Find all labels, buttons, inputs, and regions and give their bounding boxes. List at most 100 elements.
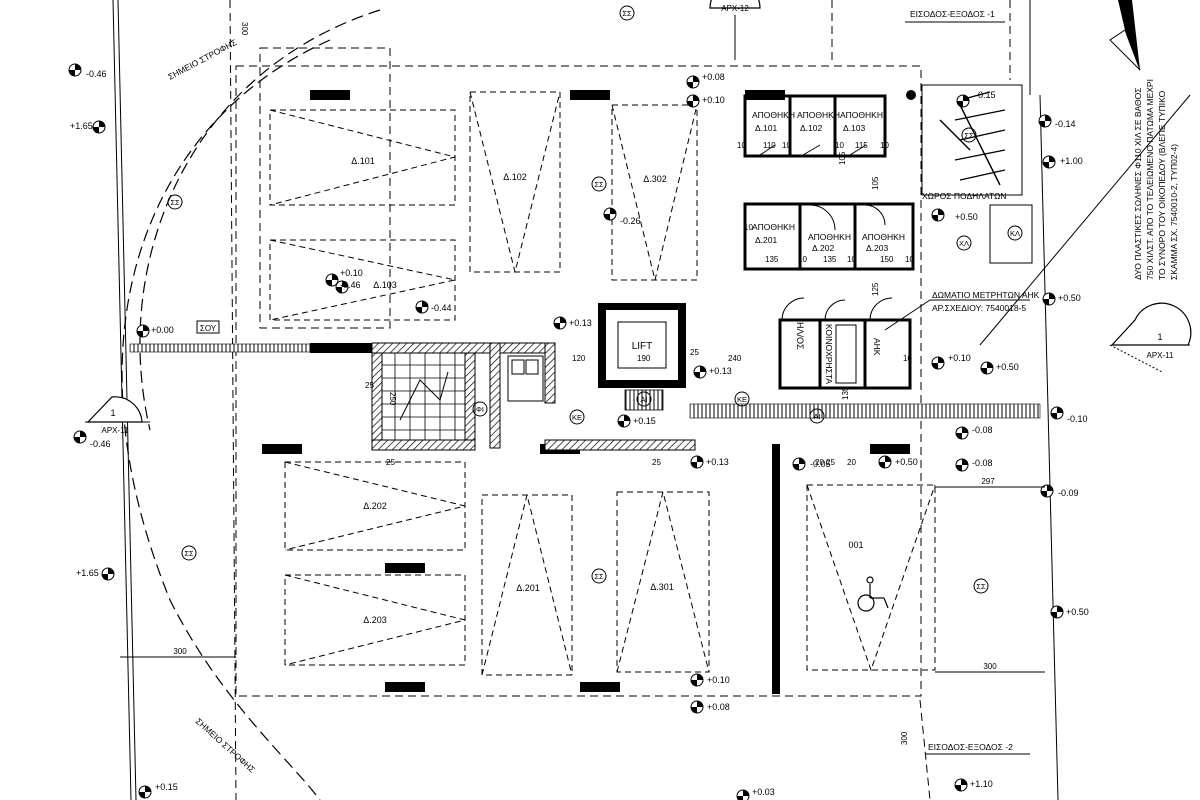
dimension: 20: [815, 458, 824, 467]
level-value: +0.13: [706, 457, 729, 467]
dimension: 125: [871, 282, 880, 296]
reference-mark-top: ΑΡΧ-12: [709, 0, 761, 60]
dimensions: 300 300 300 300 297 25 120 190 25 240 25…: [120, 22, 1045, 745]
dimension: 240: [728, 354, 742, 363]
dimension: 25: [652, 458, 661, 467]
storage-room-title: ΑΠΟΘΗΚΗ: [840, 110, 883, 120]
storage-room-title: ΑΠΟΘΗΚΗ: [752, 222, 795, 232]
dimension: 135: [841, 386, 850, 400]
level-value: -0.44: [431, 303, 452, 313]
level-value: -0.05: [810, 459, 831, 469]
level-value: +0.10: [702, 95, 725, 105]
building-outline: [235, 65, 922, 697]
level-value: +0.00: [151, 325, 174, 335]
reference-mark-right: 1 ΑΡΧ-11: [1109, 302, 1192, 373]
level-value: +0.08: [707, 702, 730, 712]
level-value: -0.08: [972, 458, 993, 468]
dimension: 10: [903, 354, 912, 363]
storage-room-title: ΑΠΟΘΗΚΗ: [808, 232, 851, 242]
dimension: 10: [737, 141, 746, 150]
reference-mark-label: ΑΡΧ-11: [1147, 351, 1175, 360]
parking-label: Δ.202: [363, 501, 387, 511]
reference-mark-left: 1 ΑΡΧ-11: [85, 396, 150, 435]
parking-label: Δ.201: [516, 583, 540, 593]
north-arrow-icon: [1109, 0, 1141, 71]
level-value: -0.15: [975, 90, 996, 100]
dimension: 10: [798, 255, 807, 264]
wheelchair-icon: [857, 576, 889, 612]
area-code: ΣΣ: [964, 131, 974, 140]
soy-box: [196, 320, 220, 334]
area-code: ΣΣ: [594, 572, 604, 581]
level-value: -0.09: [1058, 488, 1079, 498]
dimension: 135: [765, 255, 779, 264]
level-value: -0.46: [340, 280, 361, 290]
storage-room-id: Δ.201: [755, 235, 777, 245]
storage-room-id: Δ.202: [812, 243, 834, 253]
level-value: +0.50: [895, 457, 918, 467]
storage-room-title: ΑΠΟΘΗΚΗ: [862, 232, 905, 242]
area-code: ΣΣ: [622, 9, 632, 18]
dimension: 25: [690, 348, 699, 357]
dimension: 190: [637, 354, 651, 363]
storage-room-id: Δ.103: [843, 123, 865, 133]
entrance-label: ΕΙΣΟΔΟΣ-ΕΞΟΔΟΣ -1: [910, 9, 995, 19]
level-value: +0.10: [707, 675, 730, 685]
area-code: ΣΣ: [976, 582, 986, 591]
dimension: 10: [847, 255, 856, 264]
level-value: +0.15: [633, 416, 656, 426]
parking-label: Δ.101: [351, 156, 375, 166]
level-value: +1.00: [1060, 156, 1083, 166]
dimension: 25: [826, 458, 835, 467]
storage-room-id: Δ.101: [755, 123, 777, 133]
storage-room-id: Δ.203: [866, 243, 888, 253]
level-value: +0.13: [569, 318, 592, 328]
parking-label: Δ.301: [650, 582, 674, 592]
area-code: ΦΙ: [476, 405, 484, 414]
reference-mark-number: 1: [110, 408, 115, 418]
area-code: ΑΙ: [640, 395, 647, 404]
dimension: 135: [823, 255, 837, 264]
level-value: +0.15: [155, 782, 178, 792]
el-room-label: ΗΛ/ΟΣ: [795, 322, 805, 350]
side-note-line: ΤΟ ΣΥΝΟΡΟ ΤΟΥ ΟΙΚΟΠΕΔΟΥ (ΒΛΕΠΕ ΤΥΠΙΚΟ: [1157, 90, 1167, 280]
lift-landing: [624, 389, 664, 411]
level-value: -0.14: [1055, 119, 1076, 129]
storage-room-title: ΑΠΟΘΗΚΗ: [752, 110, 795, 120]
bicycle-area-label: ΧΩΡΟΣ ΠΟΔΗΛΑΤΩΝ: [922, 191, 1007, 201]
parking-label: Δ.102: [503, 172, 527, 182]
soy-label: ΣΟΥ: [200, 324, 217, 333]
upper-canopy: [259, 47, 391, 329]
dimension: 10: [905, 255, 914, 264]
lift-label: LIFT: [632, 341, 653, 352]
reference-mark-label: ΑΡΧ-12: [721, 4, 749, 13]
dimension: 300: [900, 731, 909, 745]
level-value: -0.26: [620, 216, 641, 226]
level-value: +0.50: [1066, 607, 1089, 617]
turning-label: ΣΗΜΕΙΟ ΣΤΡΟΦΗΣ: [166, 37, 238, 82]
parking-label: Δ.103: [373, 280, 397, 290]
level-value: +0.10: [340, 268, 363, 278]
side-note-line: 750 ΧΙΛΣΤ. ΑΠΟ ΤΟ ΤΕΛΕΙΩΜΕΝΟ ΠΑΤΩΜΑ ΜΕΧΡ…: [1145, 79, 1155, 280]
area-code: ΚΕ: [737, 395, 747, 404]
dimension: 110: [763, 141, 776, 150]
stair-core: [371, 342, 696, 451]
dimension: 300: [240, 22, 249, 36]
dimension: 120: [572, 354, 586, 363]
dimension: 10: [835, 141, 844, 150]
dimension: 25: [386, 458, 395, 467]
turning-curves: [121, 9, 381, 800]
side-note-line: ΣΚΑΜΜΑ ΣΧ. 7540010-2, ΤΥΠ02-4): [1169, 144, 1179, 280]
area-code: ΚΛ: [1010, 229, 1020, 238]
level-value: +0.50: [1058, 293, 1081, 303]
parking-spaces: [269, 91, 936, 676]
level-value: -0.10: [1067, 414, 1088, 424]
ramp-strip-left: [129, 343, 311, 353]
level-markers: -0.46 +1.65 -0.46 +1.65 +0.15 +0.08 +0.1…: [68, 63, 1089, 800]
area-codes: ΣΣ ΣΣ ΣΣ ΣΣ ΣΣ ΣΣ ΣΣ ΣΣ ΣΣ ΚΕ ΚΕ ΧΛ ΚΛ Α…: [167, 5, 1023, 594]
side-note-line: ΔΥΟ ΠΛΑΣΤΙΚΕΣ ΣΩΛΗΝΕΣ Φ110 ΧΙΛ ΣΕ ΒΑΘΟΣ: [1133, 87, 1143, 280]
storage-rooms: [743, 94, 915, 271]
area-code: ΣΣ: [184, 549, 194, 558]
area-code: ΚΕ: [572, 413, 582, 422]
parking-label: Δ.203: [363, 615, 387, 625]
